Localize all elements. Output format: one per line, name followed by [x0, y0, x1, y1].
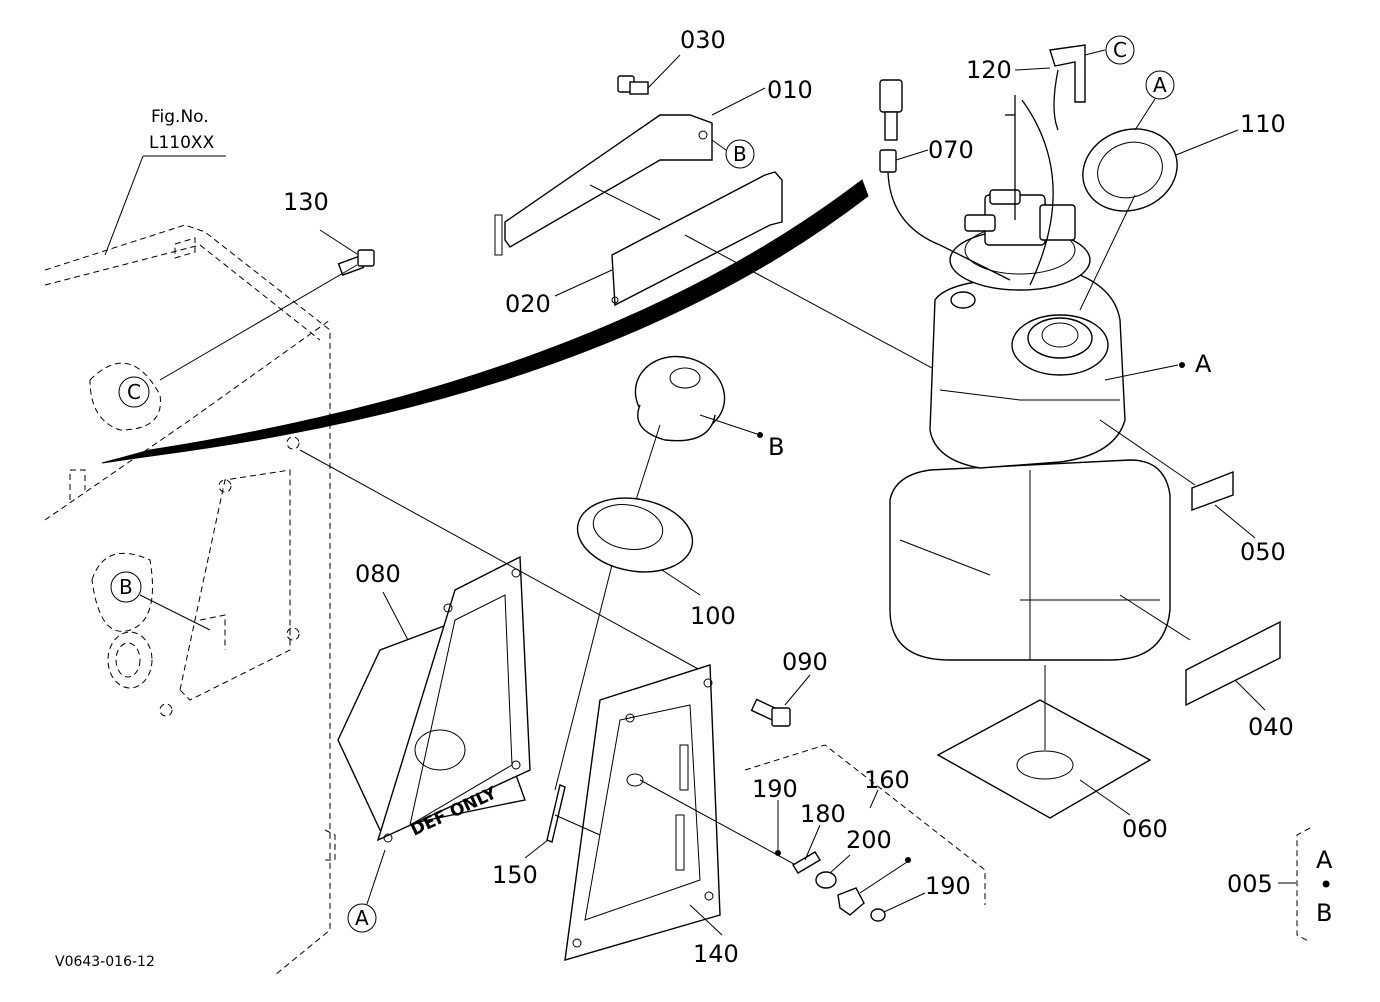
svg-text:B: B — [1316, 899, 1332, 927]
svg-text:A: A — [1316, 846, 1333, 874]
label-120: 120 — [966, 56, 1012, 84]
drawing-code: V0643-016-12 — [55, 954, 155, 970]
bracket-020 — [554, 171, 783, 307]
svg-text:A: A — [1153, 73, 1167, 97]
label-070: 070 — [928, 136, 974, 164]
label-010: 010 — [767, 76, 813, 104]
frame-outline — [44, 224, 336, 976]
label-140: 140 — [693, 940, 739, 968]
fig-no-value: L110XX — [149, 133, 215, 153]
label-200: 200 — [846, 826, 892, 854]
label-030: 030 — [680, 26, 726, 54]
pad-060 — [936, 665, 1152, 819]
ring-100 — [554, 497, 701, 791]
label-190-top: 190 — [752, 775, 798, 803]
svg-text:C: C — [1113, 38, 1127, 62]
label-020: 020 — [505, 290, 551, 318]
label-080: 080 — [355, 560, 401, 588]
label-110: 110 — [1240, 110, 1286, 138]
svg-text:B: B — [733, 142, 747, 166]
ref-a-ring: A — [1134, 70, 1175, 131]
label-130: 130 — [283, 188, 329, 216]
def-tank — [889, 95, 1171, 661]
fig-number-block: Fig.No. L110XX — [104, 107, 226, 256]
label-190-bottom: 190 — [925, 872, 971, 900]
label-160: 160 — [864, 766, 910, 794]
fig-no-label: Fig.No. — [151, 107, 209, 127]
ref-c-clip: C — [1105, 35, 1135, 65]
strip-150 — [524, 784, 601, 859]
kit-160 — [744, 744, 986, 922]
svg-text:C: C — [127, 380, 141, 404]
panel-140 — [564, 664, 806, 961]
label-060: 060 — [1122, 815, 1168, 843]
label-005: 005 — [1227, 870, 1273, 898]
bracket-010 — [494, 87, 766, 256]
frame-ref-c: C — [118, 376, 150, 408]
bolt-130 — [159, 229, 375, 381]
label-plate-040 — [1119, 594, 1281, 711]
tank-ref-a: A — [1104, 350, 1212, 381]
kit-005: 005 A • B — [1227, 827, 1333, 943]
svg-text:B: B — [119, 575, 133, 599]
ref-a-bracket: A — [347, 849, 386, 933]
svg-text:B: B — [768, 433, 784, 461]
ref-b-bracket: B — [711, 139, 755, 169]
label-090: 090 — [782, 648, 828, 676]
label-180: 180 — [800, 800, 846, 828]
label-040: 040 — [1248, 713, 1294, 741]
def-cap: B — [627, 355, 784, 526]
svg-text:A: A — [1195, 350, 1212, 378]
bracket-080: DEF ONLY — [337, 555, 531, 843]
label-050: 050 — [1240, 538, 1286, 566]
label-plate-050 — [1099, 419, 1256, 539]
bolt-090 — [750, 674, 811, 727]
clip-120 — [1014, 44, 1106, 131]
svg-text:•: • — [1319, 871, 1333, 899]
location-arrow — [101, 179, 869, 464]
bolt-030 — [617, 54, 681, 95]
svg-text:A: A — [355, 906, 369, 930]
ring-110 — [1079, 128, 1239, 311]
harness-070 — [879, 79, 1011, 281]
label-150: 150 — [492, 861, 538, 889]
label-100: 100 — [690, 602, 736, 630]
frame-ref-b: B — [110, 571, 211, 631]
